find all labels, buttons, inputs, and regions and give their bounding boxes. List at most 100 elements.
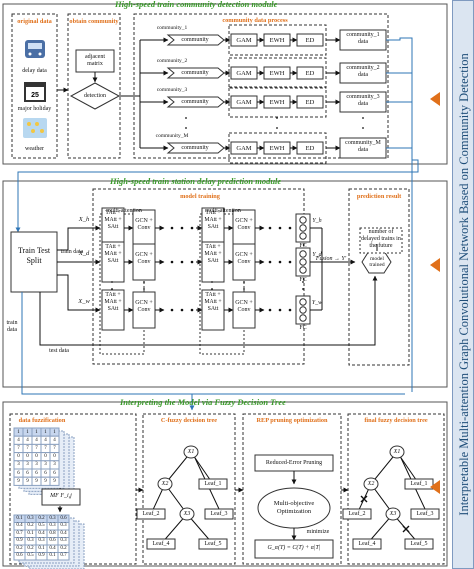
community-tag-label: community bbox=[181, 98, 209, 105]
final-tree-label: final fuzzy decision tree bbox=[364, 417, 428, 424]
community-tag-label: community bbox=[181, 69, 209, 76]
mf-label: MF F_i,j bbox=[50, 493, 72, 499]
table-cell-value: 9 bbox=[17, 478, 20, 484]
table-cell-value: 0.3 bbox=[60, 523, 67, 528]
community-tag-label: community bbox=[181, 144, 209, 151]
table-cell-value: 0.1 bbox=[16, 515, 23, 521]
gam-label: GAM bbox=[236, 69, 252, 77]
tree-leaf-label: Leaf_4 bbox=[152, 540, 170, 547]
table-cell-value: 0.9 bbox=[16, 538, 23, 543]
tree-node-label: X2 bbox=[161, 480, 169, 487]
table-cell-value: 6 bbox=[26, 470, 29, 476]
prune-cross-icon bbox=[402, 525, 410, 533]
multi-attention-label-2: multi-attention bbox=[205, 208, 241, 214]
output-label: community_2 data bbox=[346, 65, 380, 78]
table-cell-value: 0.1 bbox=[38, 545, 45, 551]
gcn-label: GCN + Conv bbox=[135, 218, 153, 231]
table-cell-value: 3 bbox=[26, 462, 29, 468]
tree-leaf-label: Leaf_5 bbox=[204, 540, 222, 547]
prune-cross-icon bbox=[360, 495, 368, 503]
table-cell-value: 0.1 bbox=[49, 553, 56, 558]
neuron bbox=[299, 224, 307, 232]
tree-leaf bbox=[198, 478, 228, 490]
attention-label: TAtt + MAtt + SAtt bbox=[104, 210, 122, 230]
gam-label: GAM bbox=[236, 144, 252, 152]
module1-frame bbox=[2, 3, 448, 165]
weather-icon bbox=[23, 118, 47, 138]
table-cell-value: 0.6 bbox=[49, 538, 56, 543]
gam-label: GAM bbox=[236, 36, 252, 44]
table-cell-value: 3 bbox=[35, 462, 38, 468]
ellipsis-dot bbox=[268, 260, 272, 264]
table-cell-value: 0.2 bbox=[16, 545, 23, 551]
table-cell-value: 0.2 bbox=[27, 545, 34, 551]
ed-label: ED bbox=[305, 69, 315, 77]
gcn-label: GCN + Conv bbox=[235, 218, 253, 231]
detection-diamond bbox=[69, 82, 121, 110]
table-cell-value: 1 bbox=[26, 429, 29, 435]
gcn-label: GCN + Conv bbox=[135, 252, 153, 265]
table-cell-value: 1 bbox=[35, 429, 38, 435]
gcn-label: GCN + Conv bbox=[235, 252, 253, 265]
community-name-label: community_2 bbox=[156, 58, 188, 64]
tree-leaf bbox=[352, 538, 382, 550]
attention-label: TAtt + MAtt + SAtt bbox=[104, 292, 122, 312]
table-cell-value: 9 bbox=[26, 478, 29, 484]
ed-box bbox=[296, 141, 324, 155]
tree-leaf bbox=[410, 508, 440, 520]
community-process-label: community data process bbox=[222, 17, 288, 24]
table-cell-value: 7 bbox=[35, 445, 38, 451]
prediction-result-label: prediction result bbox=[356, 193, 402, 200]
ed-label: ED bbox=[305, 144, 315, 152]
table-cell-value: 0.2 bbox=[38, 515, 45, 521]
obtain-community-box bbox=[67, 13, 121, 159]
ellipsis-dot bbox=[276, 127, 278, 129]
ellipsis-dot bbox=[185, 117, 187, 119]
fc-label: FC bbox=[299, 325, 307, 331]
table-cell-value: 7 bbox=[53, 445, 56, 451]
delayed-trains-label: number of delayed trains in the future bbox=[361, 229, 401, 249]
table-cell-value: 1 bbox=[44, 429, 47, 435]
train-icon bbox=[25, 40, 45, 58]
tree-leaf-label: Leaf_3 bbox=[416, 510, 434, 517]
model-trained-label: model trained bbox=[369, 256, 385, 268]
table-cell-value: 6 bbox=[53, 470, 56, 476]
table-cell-value: 9 bbox=[35, 478, 38, 484]
delayed-trains-box bbox=[359, 227, 403, 254]
table-cell-value: 4 bbox=[44, 437, 47, 443]
neuron bbox=[299, 250, 307, 258]
neuron bbox=[299, 266, 307, 274]
output-label: Y_h bbox=[312, 218, 322, 224]
table-cell-value: 7 bbox=[44, 445, 47, 451]
tree-leaf bbox=[136, 508, 166, 520]
table-cell-value: 0 bbox=[17, 454, 20, 460]
gcn-label: GCN + Conv bbox=[135, 300, 153, 313]
tree-leaf-label: Leaf_1 bbox=[410, 480, 428, 487]
community-tag bbox=[166, 142, 225, 154]
mf-box bbox=[41, 488, 81, 506]
calendar-icon bbox=[24, 82, 46, 102]
tree-node bbox=[183, 445, 199, 459]
table-cell-value: 0.4 bbox=[60, 530, 67, 536]
ellipsis-dot bbox=[362, 117, 364, 119]
side-title-banner: Interpretable Multi-attention Graph Conv… bbox=[452, 0, 474, 569]
table-cell-value: 3 bbox=[44, 462, 47, 468]
community-tag bbox=[166, 96, 225, 108]
obtain-community-label: obtain community bbox=[69, 18, 119, 25]
ellipsis-dot bbox=[278, 226, 282, 230]
output-label: community_3 data bbox=[346, 94, 380, 107]
table-cell-value: 6 bbox=[17, 470, 20, 476]
formula-box bbox=[254, 539, 334, 559]
output-label: Y_d bbox=[312, 252, 322, 258]
tree-leaf bbox=[146, 538, 176, 550]
table-cell-value: 0 bbox=[26, 454, 29, 460]
model-training-label: model training bbox=[180, 193, 220, 200]
side-arrow-1 bbox=[430, 92, 440, 106]
adjacent-matrix-label: adjacent matrix bbox=[85, 54, 105, 67]
table-cell-value: 0.3 bbox=[27, 515, 34, 521]
ellipsis-dot bbox=[268, 308, 272, 312]
tree-leaf-label: Leaf_2 bbox=[142, 510, 160, 517]
ewh-label: EWH bbox=[269, 144, 285, 152]
neuron bbox=[299, 314, 307, 322]
